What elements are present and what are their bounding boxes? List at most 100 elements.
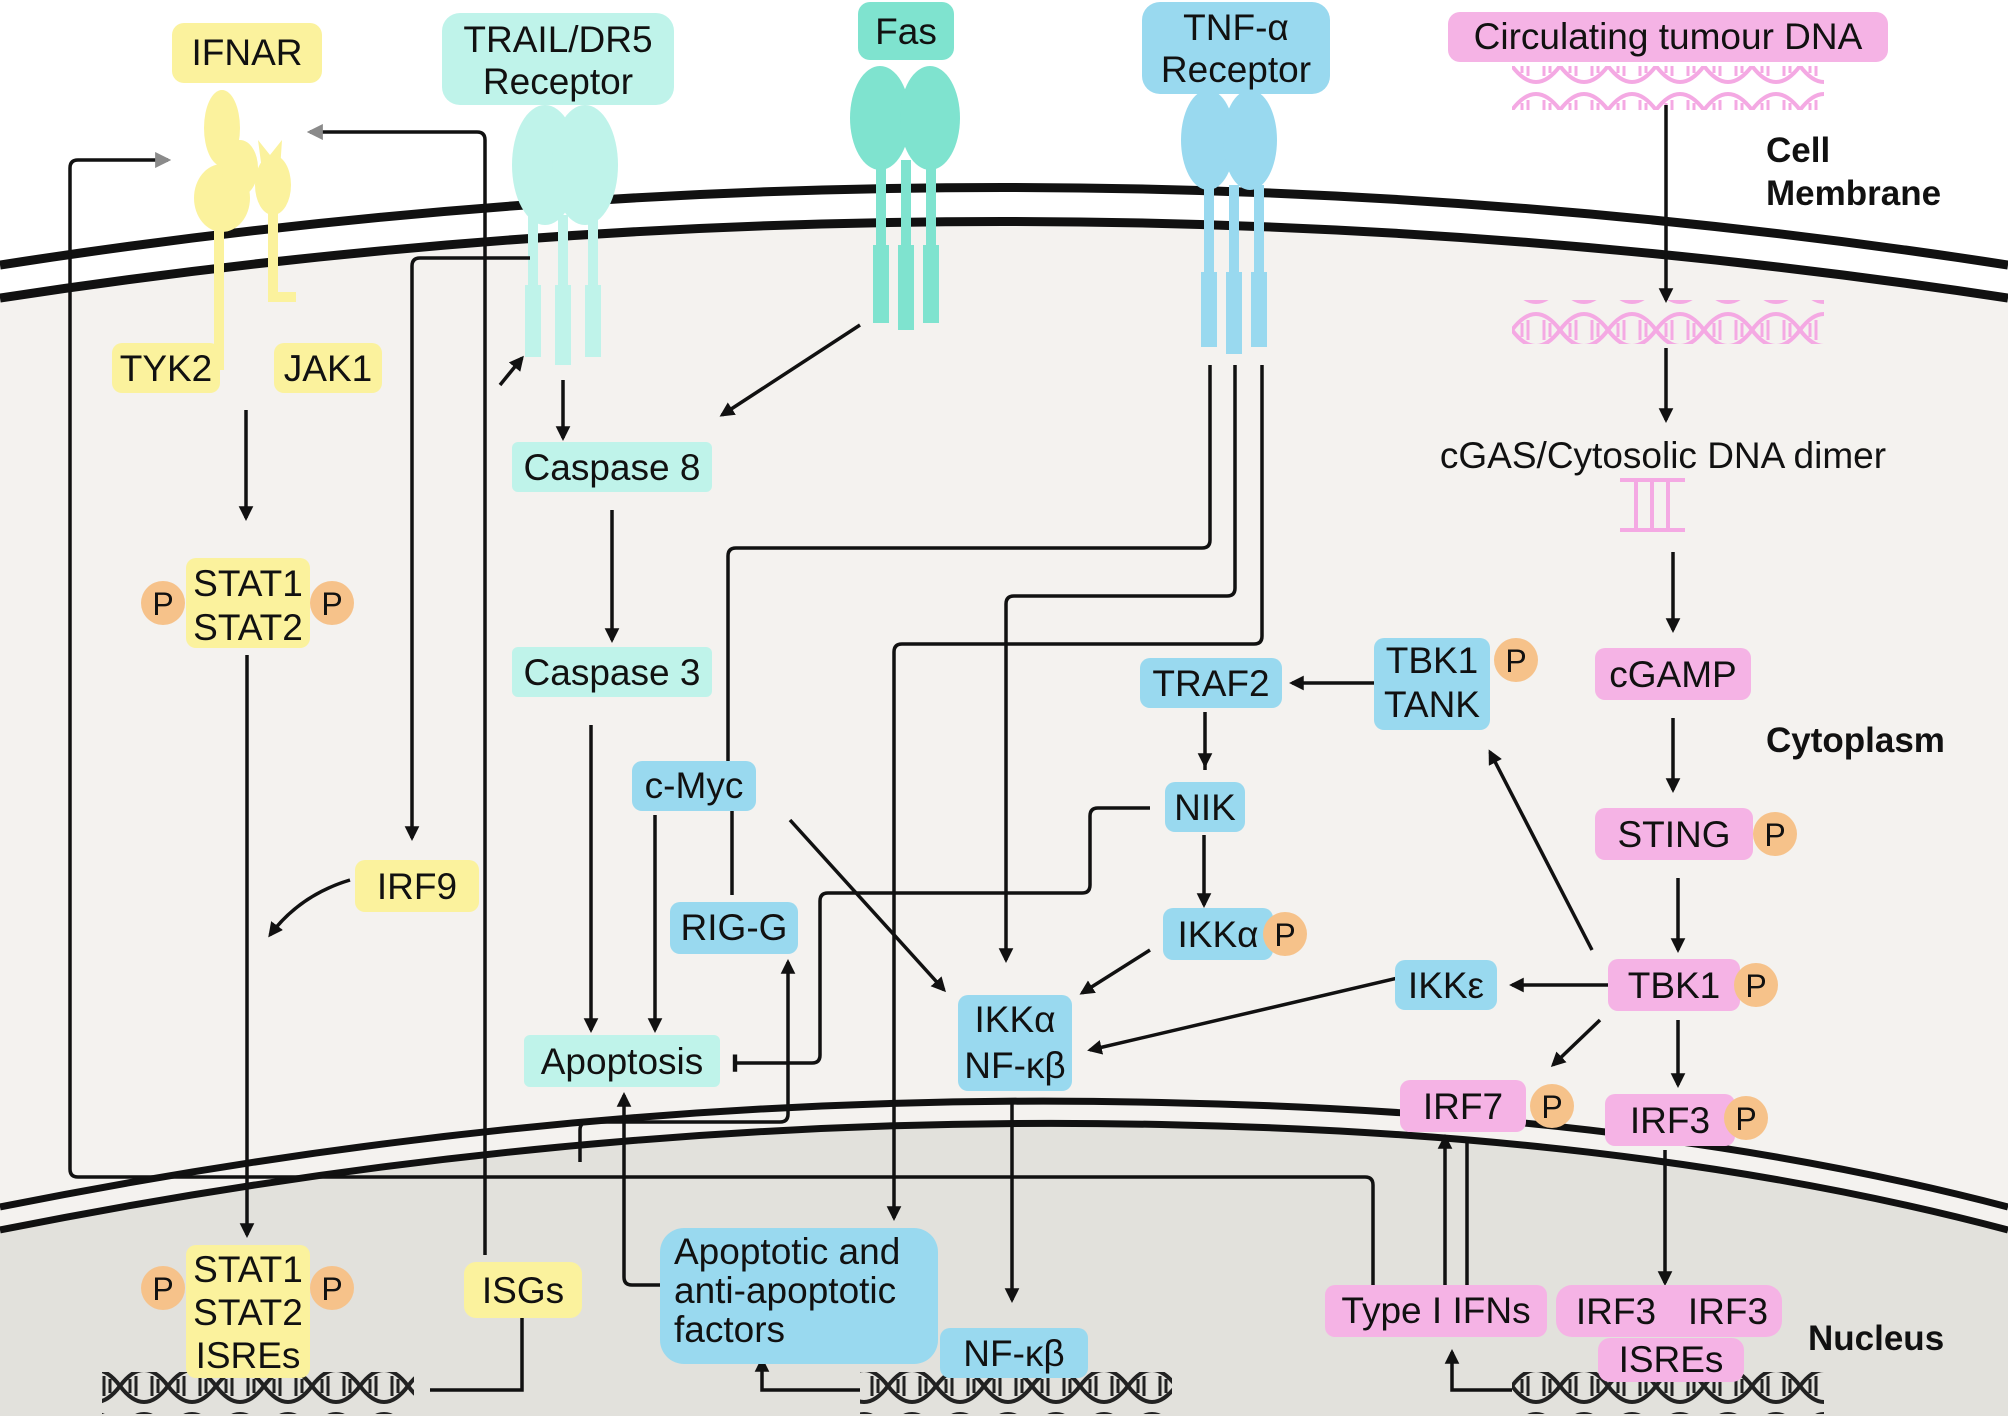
rigg-label: RIG-G xyxy=(681,907,788,948)
apoptosis-label: Apoptosis xyxy=(541,1041,704,1082)
jak1-label: JAK1 xyxy=(284,348,372,389)
cgas-dimer-shape xyxy=(1620,478,1685,532)
irf9-label: IRF9 xyxy=(377,866,457,907)
nfkb-nucleus-label: NF-κβ xyxy=(963,1333,1064,1374)
stat2-label: STAT2 xyxy=(193,607,303,648)
sting-phospho-badge xyxy=(1753,812,1797,856)
stat1-label: STAT1 xyxy=(193,563,303,604)
nuclear-membrane-outer xyxy=(0,1097,2008,1211)
ctdna-label: Circulating tumour DNA xyxy=(1474,16,1863,57)
cgamp-box xyxy=(1595,648,1751,700)
traf2-box xyxy=(1140,658,1282,708)
nfkb-nucleus-box xyxy=(940,1328,1088,1378)
trail-dr5-box xyxy=(442,13,674,105)
apoptotic-factors-label-1: Apoptotic and xyxy=(674,1231,900,1272)
traf2-label: TRAF2 xyxy=(1152,663,1269,704)
sting-label: STING xyxy=(1617,814,1730,855)
type1-ifns-box xyxy=(1325,1285,1547,1337)
irf7-phospho-badge xyxy=(1530,1084,1574,1128)
tnf-alpha-receptor-shape xyxy=(1181,90,1277,354)
nik-label: NIK xyxy=(1174,787,1236,828)
cell-membrane-label: Cell xyxy=(1766,131,1830,170)
nuclear-membrane-inner xyxy=(0,1119,2008,1234)
stat2-nucleus-phospho-badge xyxy=(310,1266,354,1310)
irf7-phospho-label: P xyxy=(1541,1089,1562,1125)
tbk1-box xyxy=(1608,959,1740,1011)
ikka-phospho-badge xyxy=(1263,912,1307,956)
ikke-box xyxy=(1395,960,1497,1010)
rigg-box xyxy=(670,902,798,954)
stat1-phospho-label: P xyxy=(152,586,173,622)
stat2-nucleus-phospho-label: P xyxy=(321,1271,342,1307)
tbk1-phospho-label: P xyxy=(1745,968,1766,1004)
ikka-nfkb-box xyxy=(958,995,1072,1091)
stat2-nucleus-label: STAT2 xyxy=(193,1292,303,1333)
tnf-alpha-box xyxy=(1142,2,1330,94)
cgamp-label: cGAMP xyxy=(1609,654,1736,695)
stat2-phospho-badge xyxy=(310,581,354,625)
isres-irf-label: ISREs xyxy=(1619,1339,1724,1380)
stat-nucleus-box xyxy=(186,1245,310,1378)
ikka-label: IKKα xyxy=(1177,914,1258,955)
caspase8-label: Caspase 8 xyxy=(524,447,701,488)
tbk1-tank-phospho-badge xyxy=(1494,638,1538,682)
tbk1-tank-tank-label: TANK xyxy=(1384,684,1480,725)
trail-receptor-label: Receptor xyxy=(483,61,633,102)
cmyc-label: c-Myc xyxy=(645,765,744,806)
irf3-dimer-box xyxy=(1556,1285,1782,1337)
type1-ifns-label: Type I IFNs xyxy=(1341,1290,1530,1331)
ifnar-receptor-shape xyxy=(194,90,296,370)
irf3-dimer-a-label: IRF3 xyxy=(1576,1291,1656,1332)
caspase8-box xyxy=(512,442,712,492)
nfkb-complex-label: NF-κβ xyxy=(964,1045,1065,1086)
isres-stat-label: ISREs xyxy=(196,1335,301,1376)
sting-box xyxy=(1595,808,1753,860)
tbk1-phospho-badge xyxy=(1734,963,1778,1007)
caspase3-label: Caspase 3 xyxy=(524,652,701,693)
dna-helix-left xyxy=(102,1372,414,1414)
apoptosis-box xyxy=(524,1035,720,1087)
tyk2-box xyxy=(112,343,220,393)
stat1-phospho-badge xyxy=(141,581,185,625)
nik-box xyxy=(1165,782,1245,832)
cell-membrane-outer xyxy=(0,183,2008,270)
fas-box xyxy=(858,2,954,60)
jak1-box xyxy=(274,343,382,393)
sting-phospho-label: P xyxy=(1764,817,1785,853)
stat2-phospho-label: P xyxy=(321,586,342,622)
apoptotic-factors-label-2: anti-apoptotic xyxy=(674,1270,896,1311)
irf7-box xyxy=(1400,1080,1526,1132)
ikka-phospho-label: P xyxy=(1274,917,1295,953)
nucleus-region xyxy=(0,1123,2008,1416)
ifnar-label: IFNAR xyxy=(192,32,303,73)
irf3-label: IRF3 xyxy=(1630,1100,1710,1141)
trail-dr5-label: TRAIL/DR5 xyxy=(463,19,652,60)
cell-membrane-label-2: Membrane xyxy=(1766,174,1941,213)
irf7-label: IRF7 xyxy=(1423,1086,1503,1127)
apoptotic-factors-label-3: factors xyxy=(674,1309,785,1350)
tnf-alpha-label: TNF-α xyxy=(1183,7,1289,48)
isres-irf-box xyxy=(1598,1338,1744,1382)
stat1-stat2-box xyxy=(186,558,310,648)
circulating-dna-helix xyxy=(1512,66,1824,110)
trail-dr5-receptor-shape xyxy=(512,105,618,365)
isgs-label: ISGs xyxy=(482,1270,564,1311)
ifnar-box xyxy=(172,23,322,83)
ikka-box xyxy=(1163,908,1273,960)
dna-helix-center xyxy=(860,1372,1172,1414)
ikke-label: IKKε xyxy=(1408,965,1484,1006)
cytosolic-dna-helix xyxy=(1512,300,1824,344)
irf3-dimer-b-label: IRF3 xyxy=(1688,1291,1768,1332)
cell-membrane-inner xyxy=(0,217,2008,303)
stat1-nucleus-label: STAT1 xyxy=(193,1249,303,1290)
irf3-phospho-label: P xyxy=(1735,1101,1756,1137)
stat1-nucleus-phospho-label: P xyxy=(152,1271,173,1307)
stat1-nucleus-phospho-badge xyxy=(141,1266,185,1310)
tbk1-tank-tbk1-label: TBK1 xyxy=(1386,640,1479,681)
tbk1-tank-phospho-label: P xyxy=(1505,643,1526,679)
cytoplasm-label: Cytoplasm xyxy=(1766,721,1945,760)
connectors xyxy=(68,105,1686,1392)
cmyc-box xyxy=(632,761,756,811)
caspase3-box xyxy=(512,647,712,697)
